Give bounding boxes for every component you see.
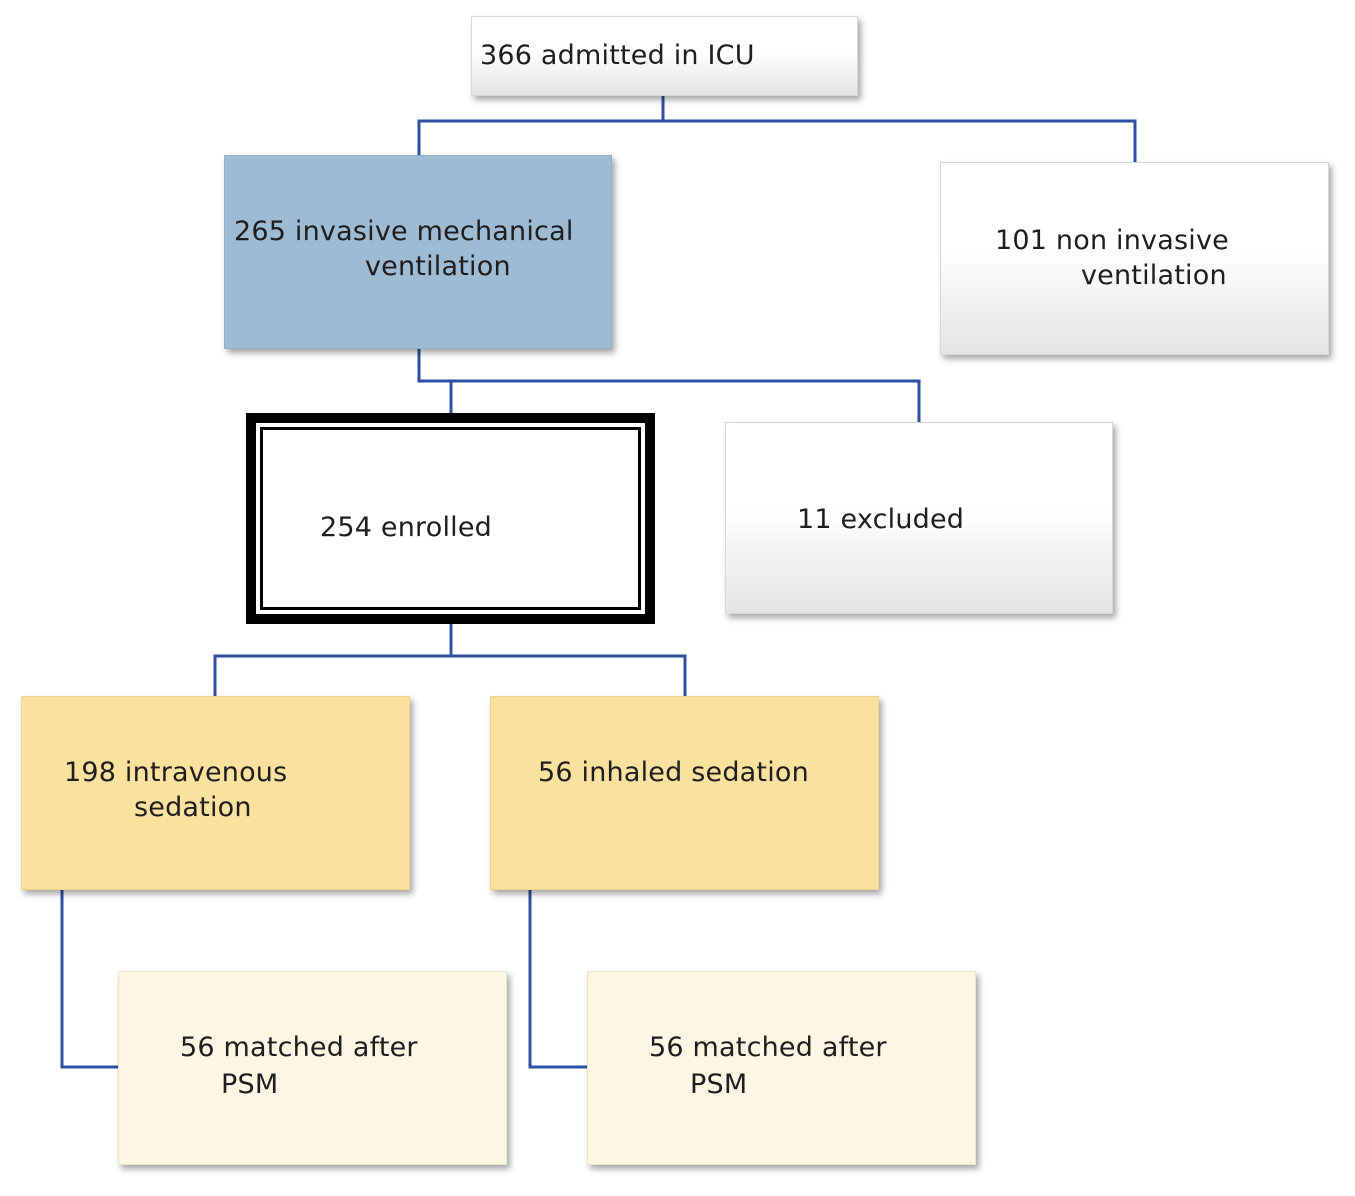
invasive-label-line1: 265 invasive mechanical [234,216,574,247]
noninvasive-label-line1: 101 non invasive [995,225,1229,256]
intravenous-label-line2: sedation [134,792,252,823]
connector-enrolled-inhaled [451,654,687,696]
admitted-box: 366 admitted in ICU [471,16,858,96]
connector-inhaled-matched [528,890,588,1069]
noninvasive-label-line2: ventilation [1081,260,1227,291]
intravenous-label-line1: 198 intravenous [64,757,288,788]
inhaled-sedation-box: 56 inhaled sedation [490,696,879,890]
enrolled-label: 254 enrolled [320,512,493,543]
intravenous-sedation-box: 198 intravenous sedation [21,696,410,890]
admitted-label: 366 admitted in ICU [480,40,755,71]
excluded-box: 11 excluded [725,422,1113,614]
excluded-label: 11 excluded [797,504,965,535]
matched-inhaled-label-line2: PSM [690,1069,748,1100]
invasive-label-line2: ventilation [365,251,511,282]
matched-inhaled-label-line1: 56 matched after [649,1032,887,1063]
matched-iv-label-line2: PSM [221,1069,279,1100]
connector-admitted-noninvasive [663,119,1137,162]
matched-iv-label-line1: 56 matched after [180,1032,418,1063]
enrolled-box: 254 enrolled [246,413,655,624]
matched-iv-box: 56 matched after PSM [118,971,507,1165]
connector-enrolled-intravenous [213,624,453,696]
connector-invasive-excluded [451,379,921,422]
connector-intravenous-matched [60,890,119,1069]
connector-admitted-invasive [417,96,665,155]
matched-inhaled-box: 56 matched after PSM [587,971,976,1165]
enrolled-inner-border [260,427,641,610]
invasive-ventilation-box: 265 invasive mechanical ventilation [224,155,612,349]
inhaled-label: 56 inhaled sedation [538,757,809,788]
noninvasive-ventilation-box: 101 non invasive ventilation [940,162,1329,355]
connector-invasive-enrolled [417,349,453,413]
